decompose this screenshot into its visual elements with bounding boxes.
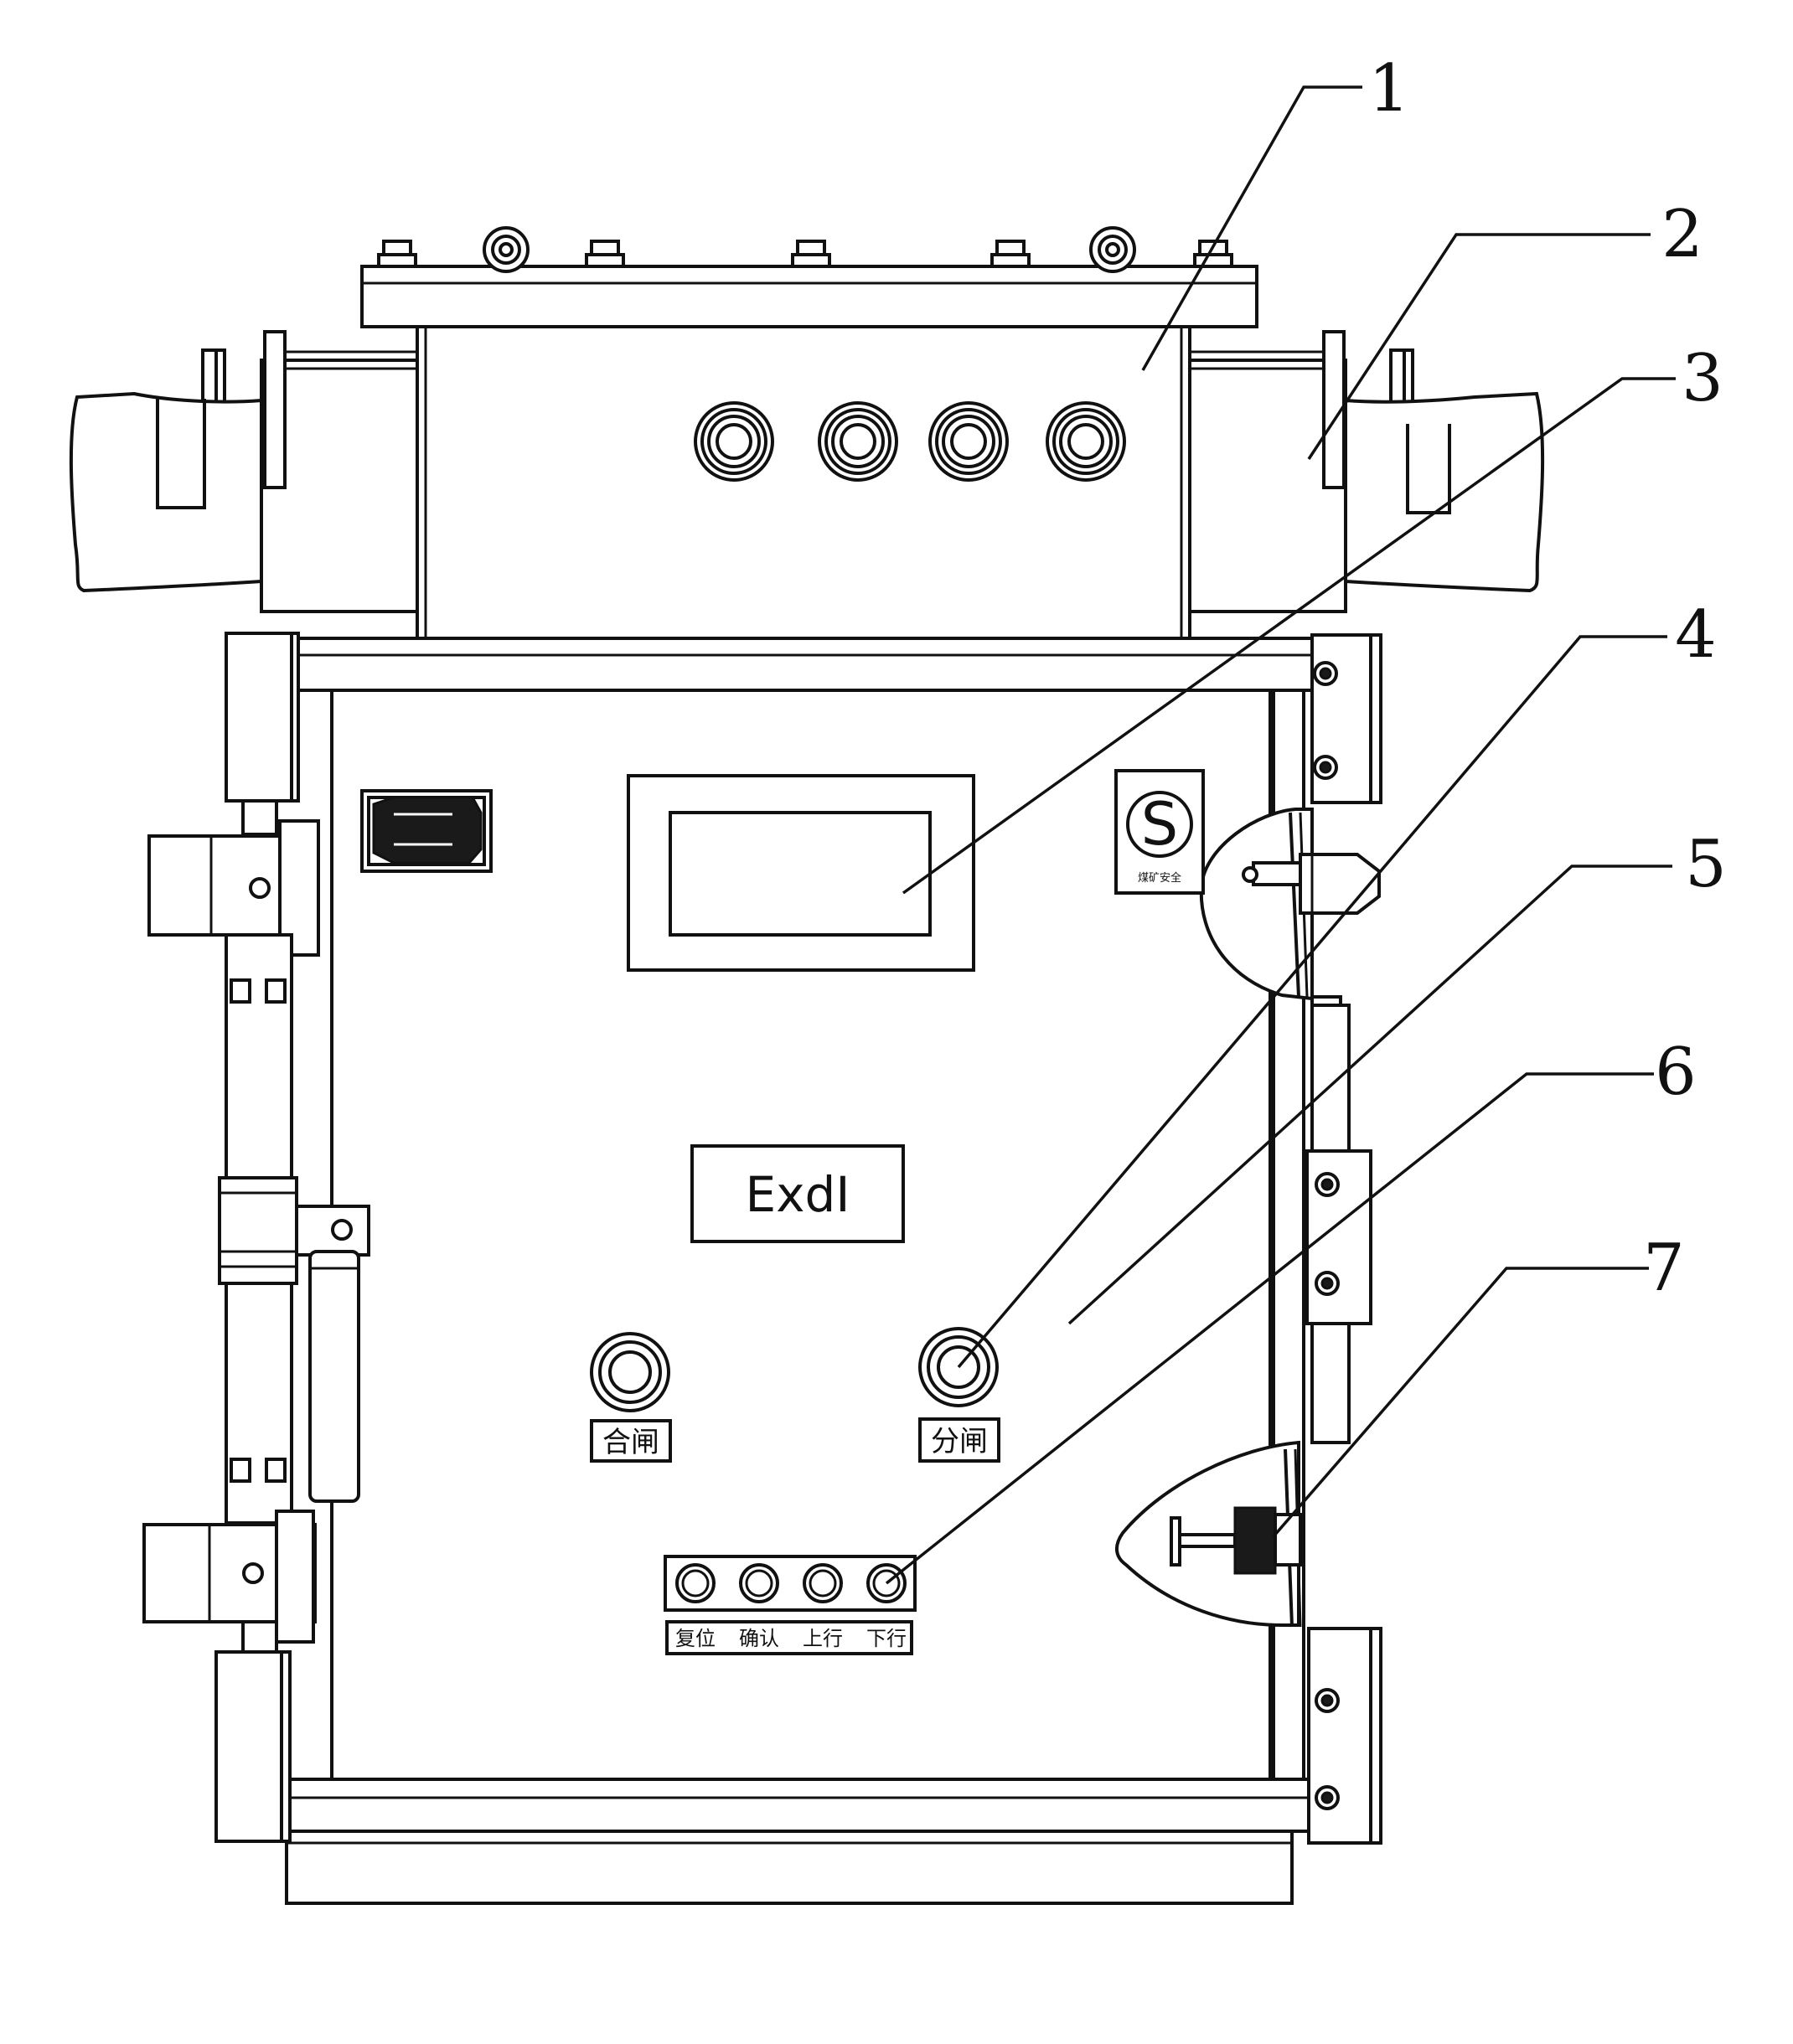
open-button[interactable]: 分闸	[918, 1327, 1000, 1463]
display-screen	[627, 774, 975, 972]
callout-2: 2	[1661, 197, 1703, 272]
lid-lifting-rings	[483, 226, 1136, 273]
explosion-proof-nameplate: ExdI	[690, 1144, 905, 1243]
keypad-key-confirm[interactable]	[739, 1563, 779, 1603]
callout-numbers: 1 2 3 4 5 6 7	[1368, 51, 1727, 1306]
lock-mechanism	[1233, 1506, 1277, 1575]
close-button-label: 合闸	[602, 1426, 659, 1459]
keypad-label-confirm: 确认	[739, 1627, 779, 1650]
bottom-frame-bar	[275, 1778, 1325, 1833]
callout-6: 6	[1655, 1035, 1697, 1110]
top-frame-bar	[293, 637, 1320, 692]
open-button-label: 分闸	[931, 1425, 988, 1458]
indicator-window	[360, 789, 493, 873]
callout-7: 7	[1643, 1231, 1685, 1306]
keypad-label-reset: 复位	[675, 1627, 716, 1650]
callout-leaders	[885, 85, 1676, 1585]
safety-certificate-mark: S 煤矿安全	[1114, 769, 1205, 895]
top-lid-bar	[360, 265, 1258, 328]
keypad-key-reset[interactable]	[675, 1563, 716, 1603]
keypad-key-up[interactable]	[803, 1563, 843, 1603]
keypad: 复位 确认 上行 下行	[664, 1555, 917, 1655]
close-button[interactable]: 合闸	[590, 1332, 672, 1463]
keypad-label-up: 上行	[803, 1627, 843, 1650]
right-lock-assembly	[1115, 633, 1382, 1845]
callout-3: 3	[1682, 341, 1723, 416]
lid-bolts	[377, 240, 1233, 268]
cert-symbol: S	[1141, 790, 1178, 859]
top-cover-assembly	[360, 226, 1258, 640]
nameplate-text: ExdI	[746, 1166, 850, 1223]
top-box-body	[416, 325, 1191, 640]
callout-5: 5	[1685, 827, 1727, 902]
cert-caption: 煤矿安全	[1138, 871, 1181, 885]
cable-gland-openings	[694, 401, 1126, 482]
left-hinge-assembly	[142, 632, 370, 1843]
keypad-label-down: 下行	[866, 1627, 907, 1650]
callout-4: 4	[1675, 597, 1717, 673]
callout-1: 1	[1368, 51, 1410, 126]
left-cable-entry	[69, 330, 419, 613]
